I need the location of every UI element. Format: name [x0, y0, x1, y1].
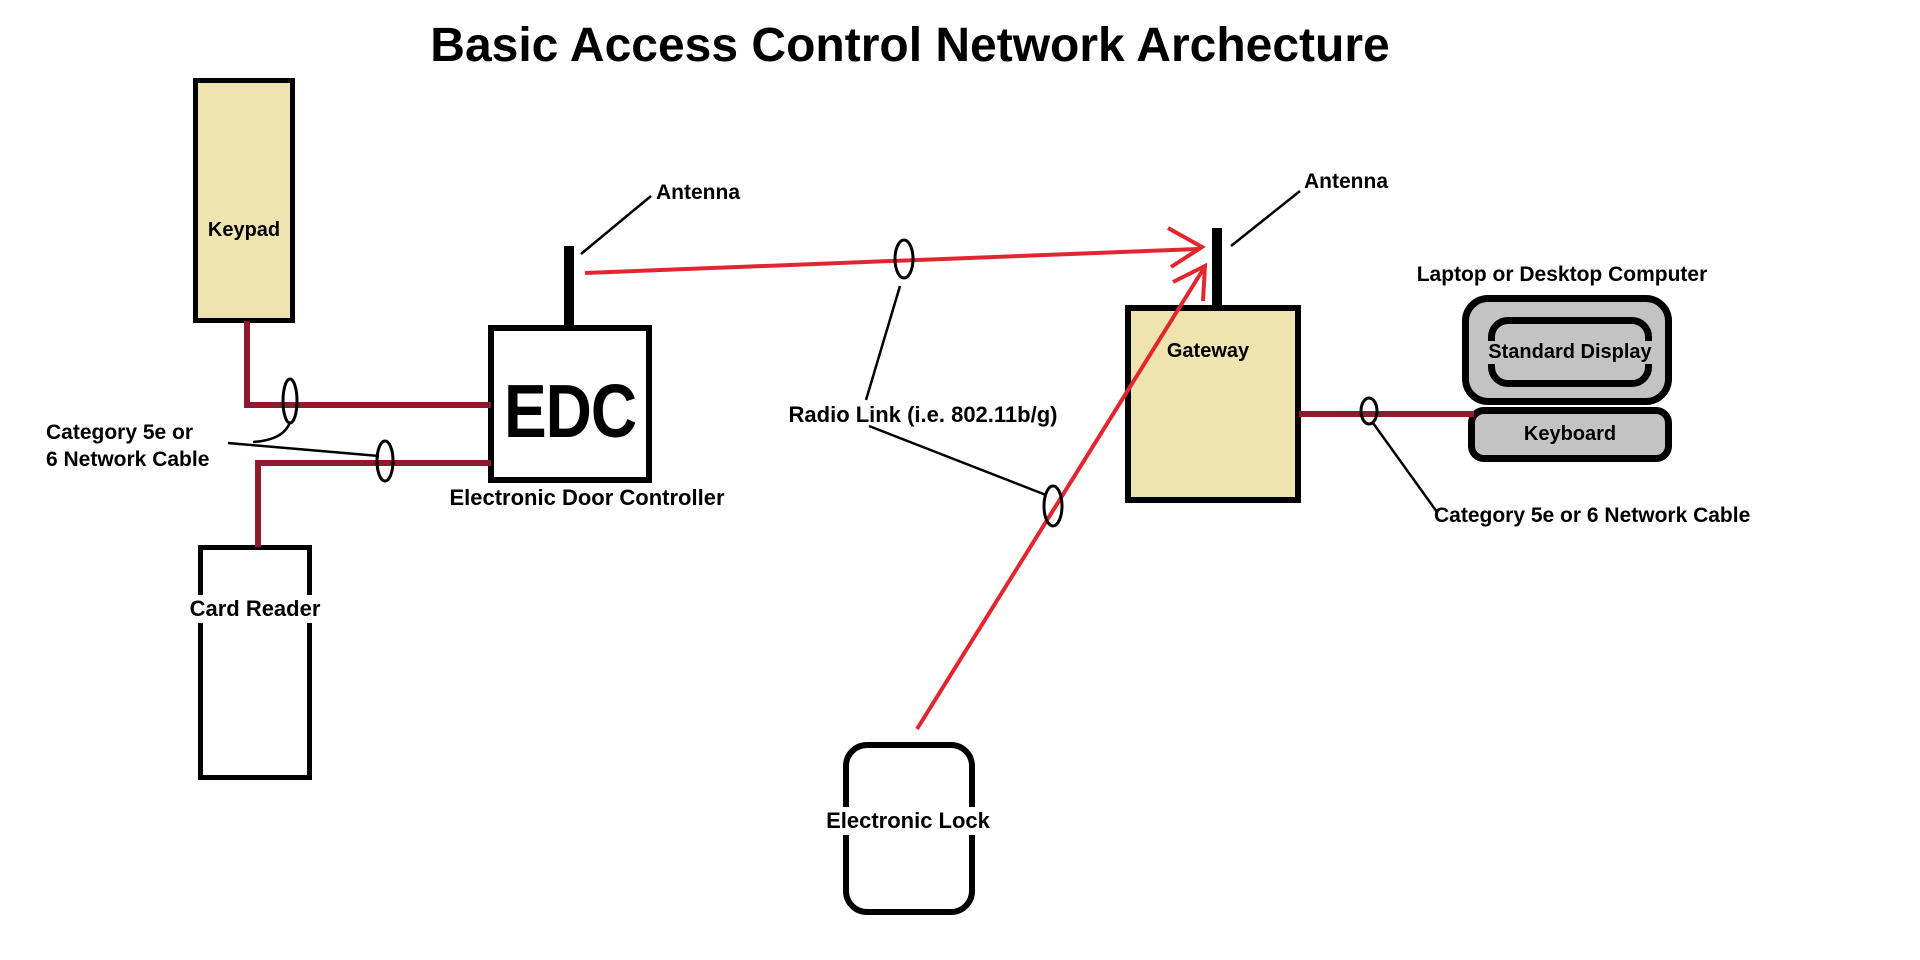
edc-abbr-text: EDC	[503, 368, 637, 454]
keyboard-box: Keyboard	[1468, 407, 1672, 462]
edc-antenna-mast	[564, 246, 574, 326]
category-cable-label-right: Category 5e or 6 Network Cable	[1434, 504, 1751, 527]
leader-line-radio-upper	[864, 285, 902, 401]
cable-marker-card-reader	[375, 439, 395, 483]
edc-box: EDC	[488, 325, 652, 483]
leader-line-antenna-gateway	[1230, 190, 1301, 247]
card-reader-cable	[255, 460, 491, 547]
antenna-label-gateway: Antenna	[1304, 170, 1388, 193]
radio-link-arrowhead-edc	[1167, 226, 1206, 269]
diagram-title: Basic Access Control Network Archecture	[430, 19, 1390, 72]
leader-line-category-left	[227, 441, 380, 458]
computer-label: Laptop or Desktop Computer	[1416, 263, 1708, 286]
radio-link-label: Radio Link (i.e. 802.11b/g)	[788, 402, 1058, 427]
keypad-box: Keypad	[193, 78, 295, 323]
leader-line-radio-lower	[868, 424, 1047, 497]
cable-marker-gateway	[1359, 396, 1379, 426]
keypad-label: Keypad	[207, 219, 281, 241]
card-reader-label: Card Reader	[183, 595, 327, 623]
leader-line-antenna-edc	[580, 195, 652, 255]
standard-display-label: Standard Display	[1482, 341, 1658, 364]
card-reader-box	[198, 545, 312, 780]
category-cable-label-left-line1: Category 5e or	[46, 421, 194, 444]
gateway-label: Gateway	[1166, 340, 1250, 362]
radio-marker-lower	[1042, 484, 1064, 528]
radio-marker-upper	[893, 238, 915, 280]
gateway-box: Gateway	[1125, 305, 1301, 503]
edc-caption: Electronic Door Controller	[449, 485, 725, 510]
electronic-lock-label: Electronic Lock	[820, 807, 996, 835]
radio-link-line-edc	[584, 247, 1199, 275]
cable-marker-keypad-tail	[252, 421, 292, 444]
radio-link-arrowhead-lock	[1172, 262, 1208, 302]
gateway-antenna-mast	[1212, 228, 1222, 306]
keypad-cable	[244, 321, 491, 408]
antenna-label-edc: Antenna	[656, 181, 740, 204]
keyboard-label: Keyboard	[1523, 423, 1617, 445]
category-cable-label-left-line2: 6 Network Cable	[46, 448, 210, 471]
leader-line-category-right	[1371, 422, 1439, 513]
category-cable-label-left: Category 5e or 6 Network Cable	[46, 419, 209, 473]
cable-marker-keypad	[281, 377, 299, 425]
